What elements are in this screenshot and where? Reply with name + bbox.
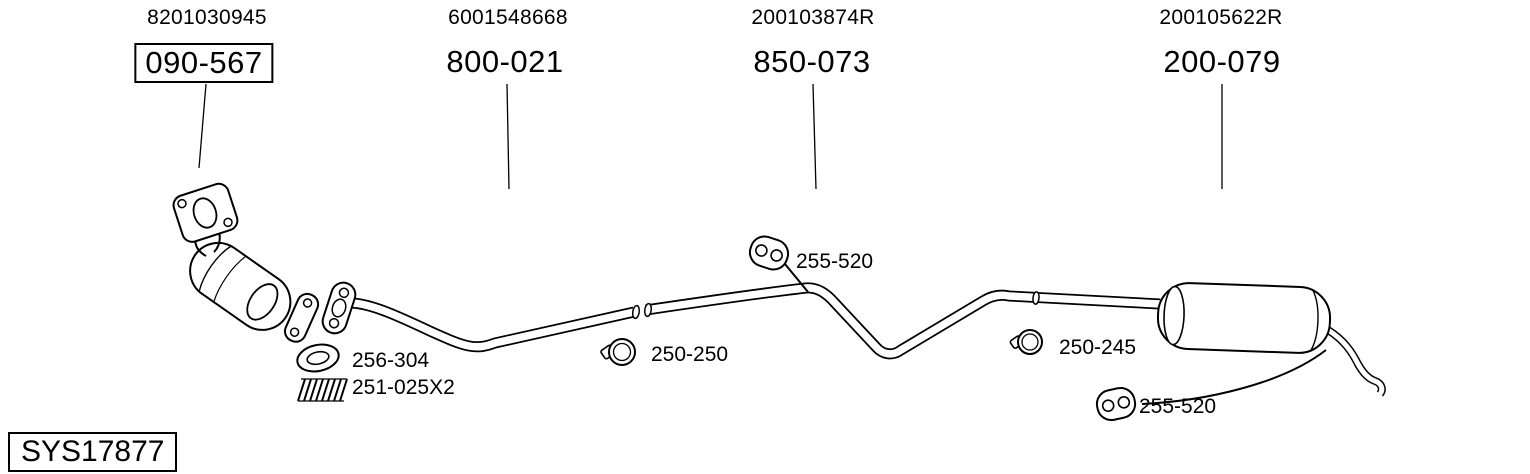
part-number-2: 800-021 [446, 44, 564, 79]
label-spring: 251-025X2 [352, 376, 455, 399]
hanger-rear-icon [1095, 386, 1137, 422]
label-clamp-rear: 250-245 [1059, 336, 1137, 359]
hanger-rods [784, 263, 1327, 405]
label-hanger-rear: 255-520 [1139, 395, 1217, 418]
part-number-4: 200-079 [1163, 44, 1281, 79]
oem-number-1: 8201030945 [147, 6, 267, 29]
rear-muffler [1156, 282, 1332, 354]
outlet-flange [283, 292, 320, 343]
leader-lines [198, 83, 1223, 190]
part-number-1: 090-567 [134, 43, 274, 84]
label-hanger-mid: 255-520 [796, 250, 874, 273]
hanger-mid-icon [748, 235, 790, 271]
label-ring: 256-304 [352, 349, 430, 372]
oem-number-4: 200105622R [1159, 6, 1283, 29]
part-number-3: 850-073 [753, 44, 871, 79]
catalytic-converter [172, 182, 320, 343]
gasket-flange [321, 281, 357, 335]
ring-gasket-icon [296, 343, 340, 373]
clamp-front-icon [600, 338, 636, 366]
label-clamp-front: 250-250 [651, 343, 729, 366]
system-id: SYS17877 [8, 432, 178, 472]
inlet-flange [172, 182, 239, 243]
oem-number-2: 6001548668 [448, 6, 568, 29]
middle-pipe [643, 282, 1161, 360]
oem-number-3: 200103874R [751, 6, 875, 29]
clamp-rear-icon [1009, 329, 1043, 355]
tailpipe [1325, 326, 1386, 397]
spring-icon [297, 378, 348, 402]
front-pipe [351, 297, 641, 353]
